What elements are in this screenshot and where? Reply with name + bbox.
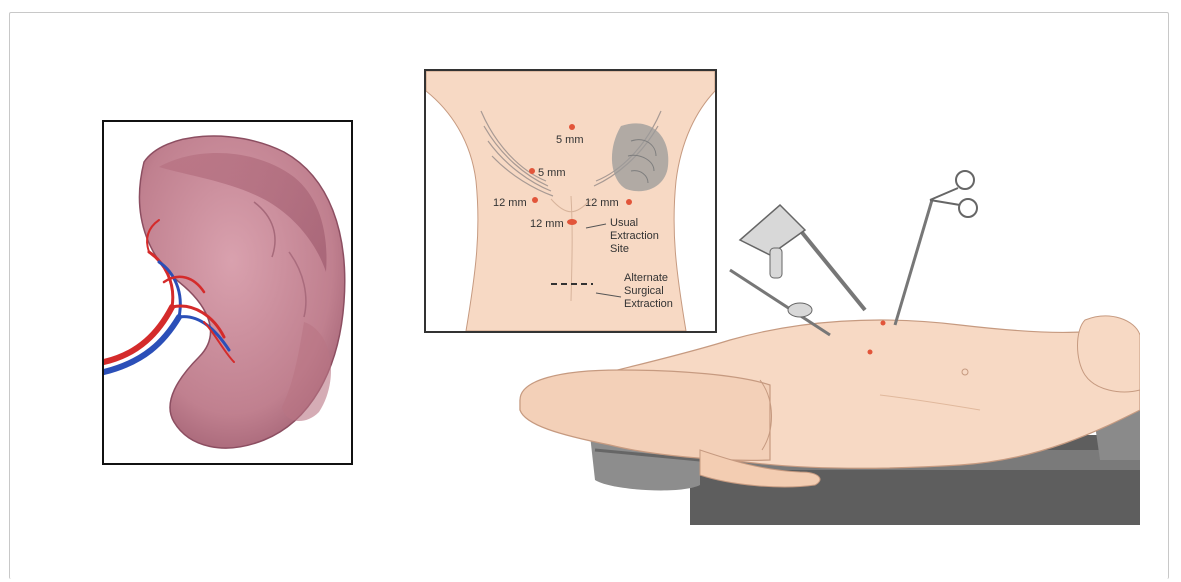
label-alternate-line-1: Alternate	[624, 272, 668, 284]
label-12mm-left: 12 mm	[493, 197, 527, 209]
label-5mm-left: 5 mm	[538, 167, 566, 179]
label-alternate-line-2: Surgical	[624, 285, 664, 297]
port-12mm-right	[626, 199, 632, 205]
laparoscopic-instrument	[740, 205, 865, 310]
laparoscopic-grasper	[895, 171, 977, 325]
port-12mm-left	[532, 197, 538, 203]
port-placement-inset: 5 mm 5 mm 12 mm 12 mm 12 mm Usual Extrac…	[424, 69, 717, 333]
label-5mm-top: 5 mm	[556, 134, 584, 146]
trocar-site	[868, 350, 873, 355]
label-12mm-right: 12 mm	[585, 197, 619, 209]
port-5mm-top	[569, 124, 575, 130]
trocar-site	[881, 321, 886, 326]
label-usual-line-2: Extraction	[610, 230, 659, 242]
label-12mm-center: 12 mm	[530, 218, 564, 230]
torso	[426, 71, 715, 331]
port-12mm-center	[567, 219, 577, 225]
label-usual-line-1: Usual	[610, 217, 638, 229]
spleen-illustration	[104, 122, 353, 465]
camera-port	[730, 270, 830, 335]
leg	[520, 370, 770, 460]
spleen-illustration-panel	[102, 120, 353, 465]
label-usual-line-3: Site	[610, 243, 629, 255]
label-alternate-line-3: Extraction	[624, 298, 673, 310]
torso-diagram	[426, 71, 715, 331]
port-5mm-left	[529, 168, 535, 174]
